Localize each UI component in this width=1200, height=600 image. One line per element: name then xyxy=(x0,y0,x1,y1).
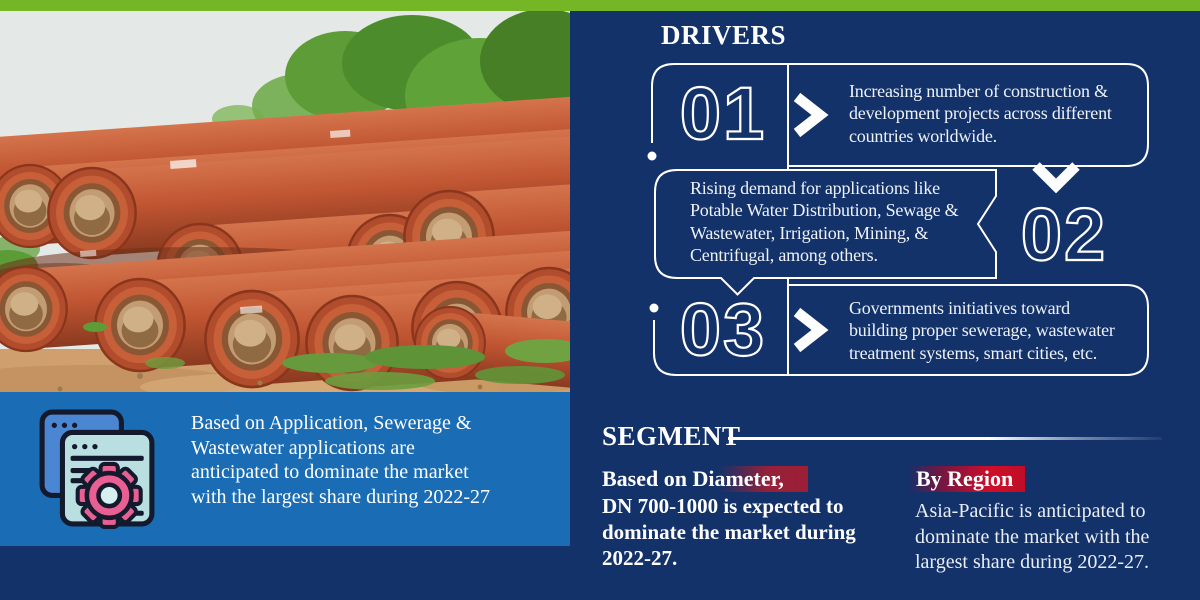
driver-line: Governments initiatives toward xyxy=(849,298,1070,318)
driver-line: Potable Water Distribution, Sewage & xyxy=(690,200,959,221)
gear-icon xyxy=(75,461,143,529)
diameter-title: Based on Diameter, xyxy=(602,466,784,491)
segment-line: DN 700-1000 is expected to xyxy=(602,494,844,518)
segment-rule xyxy=(728,437,1162,440)
card-line: Wastewater applications are xyxy=(191,436,415,459)
driver-line: treatment systems, smart cities, etc. xyxy=(849,342,1098,363)
driver-1-number: 01 xyxy=(680,72,766,155)
driver-line: countries worldwide. xyxy=(849,125,997,146)
card-line: anticipated to dominate the market xyxy=(191,461,469,483)
segment-line: 2022-27. xyxy=(602,546,678,570)
driver-1-text: Increasing number of construction & deve… xyxy=(849,80,1112,147)
driver-line: building proper sewerage, wastewater xyxy=(849,320,1115,341)
driver-line: Rising demand for applications like xyxy=(690,178,940,198)
arrow-right-icon xyxy=(793,92,829,138)
driver-3-box xyxy=(653,284,1149,376)
driver-line: Centrifugal, among others. xyxy=(690,244,878,265)
driver-3-text: Governments initiatives toward building … xyxy=(849,297,1115,364)
driver-line: Increasing number of construction & xyxy=(849,81,1108,101)
segment-line: dominate the market with the xyxy=(915,525,1150,548)
drivers-flow-diagram: 01 02 03 xyxy=(647,63,1149,376)
top-accent-bar xyxy=(0,0,1200,11)
region-title: By Region xyxy=(916,466,1014,491)
driver-2-text: Rising demand for applications like Pota… xyxy=(690,177,959,266)
arrow-right-icon xyxy=(793,307,829,353)
region-highlight-bar xyxy=(910,466,1025,492)
driver-line: development projects across different xyxy=(849,103,1112,124)
region-text: Asia-Pacific is anticipated to dominate … xyxy=(915,499,1149,576)
driver-line: Wastewater, Irrigation, Mining, & xyxy=(690,222,929,243)
diameter-highlight-bar xyxy=(719,466,808,492)
segment-heading: SEGMENT xyxy=(602,421,741,451)
segment-line: Asia-Pacific is anticipated to xyxy=(915,500,1146,522)
connector-dot xyxy=(647,151,657,161)
arrow-down-icon xyxy=(1032,162,1080,194)
browser-windows-gear-icon xyxy=(39,409,155,529)
driver-3-number: 03 xyxy=(680,288,766,371)
diameter-text: DN 700-1000 is expected to dominate the … xyxy=(602,493,856,571)
card-line: with the largest share during 2022-27 xyxy=(191,485,491,508)
driver-1-box xyxy=(651,63,1149,167)
pipes-photo xyxy=(0,11,570,392)
card-line: Based on Application, Sewerage & xyxy=(191,412,472,434)
connector-dot xyxy=(649,303,659,313)
application-highlight-text: Based on Application, Sewerage & Wastewa… xyxy=(191,411,536,509)
drivers-heading: DRIVERS xyxy=(661,20,787,50)
foreground xyxy=(57,307,570,392)
driver-2-number: 02 xyxy=(1021,193,1107,276)
driver-2-box xyxy=(654,169,997,296)
segment-line: dominate the market during xyxy=(602,520,856,544)
segment-line: largest share during 2022-27. xyxy=(915,551,1150,573)
